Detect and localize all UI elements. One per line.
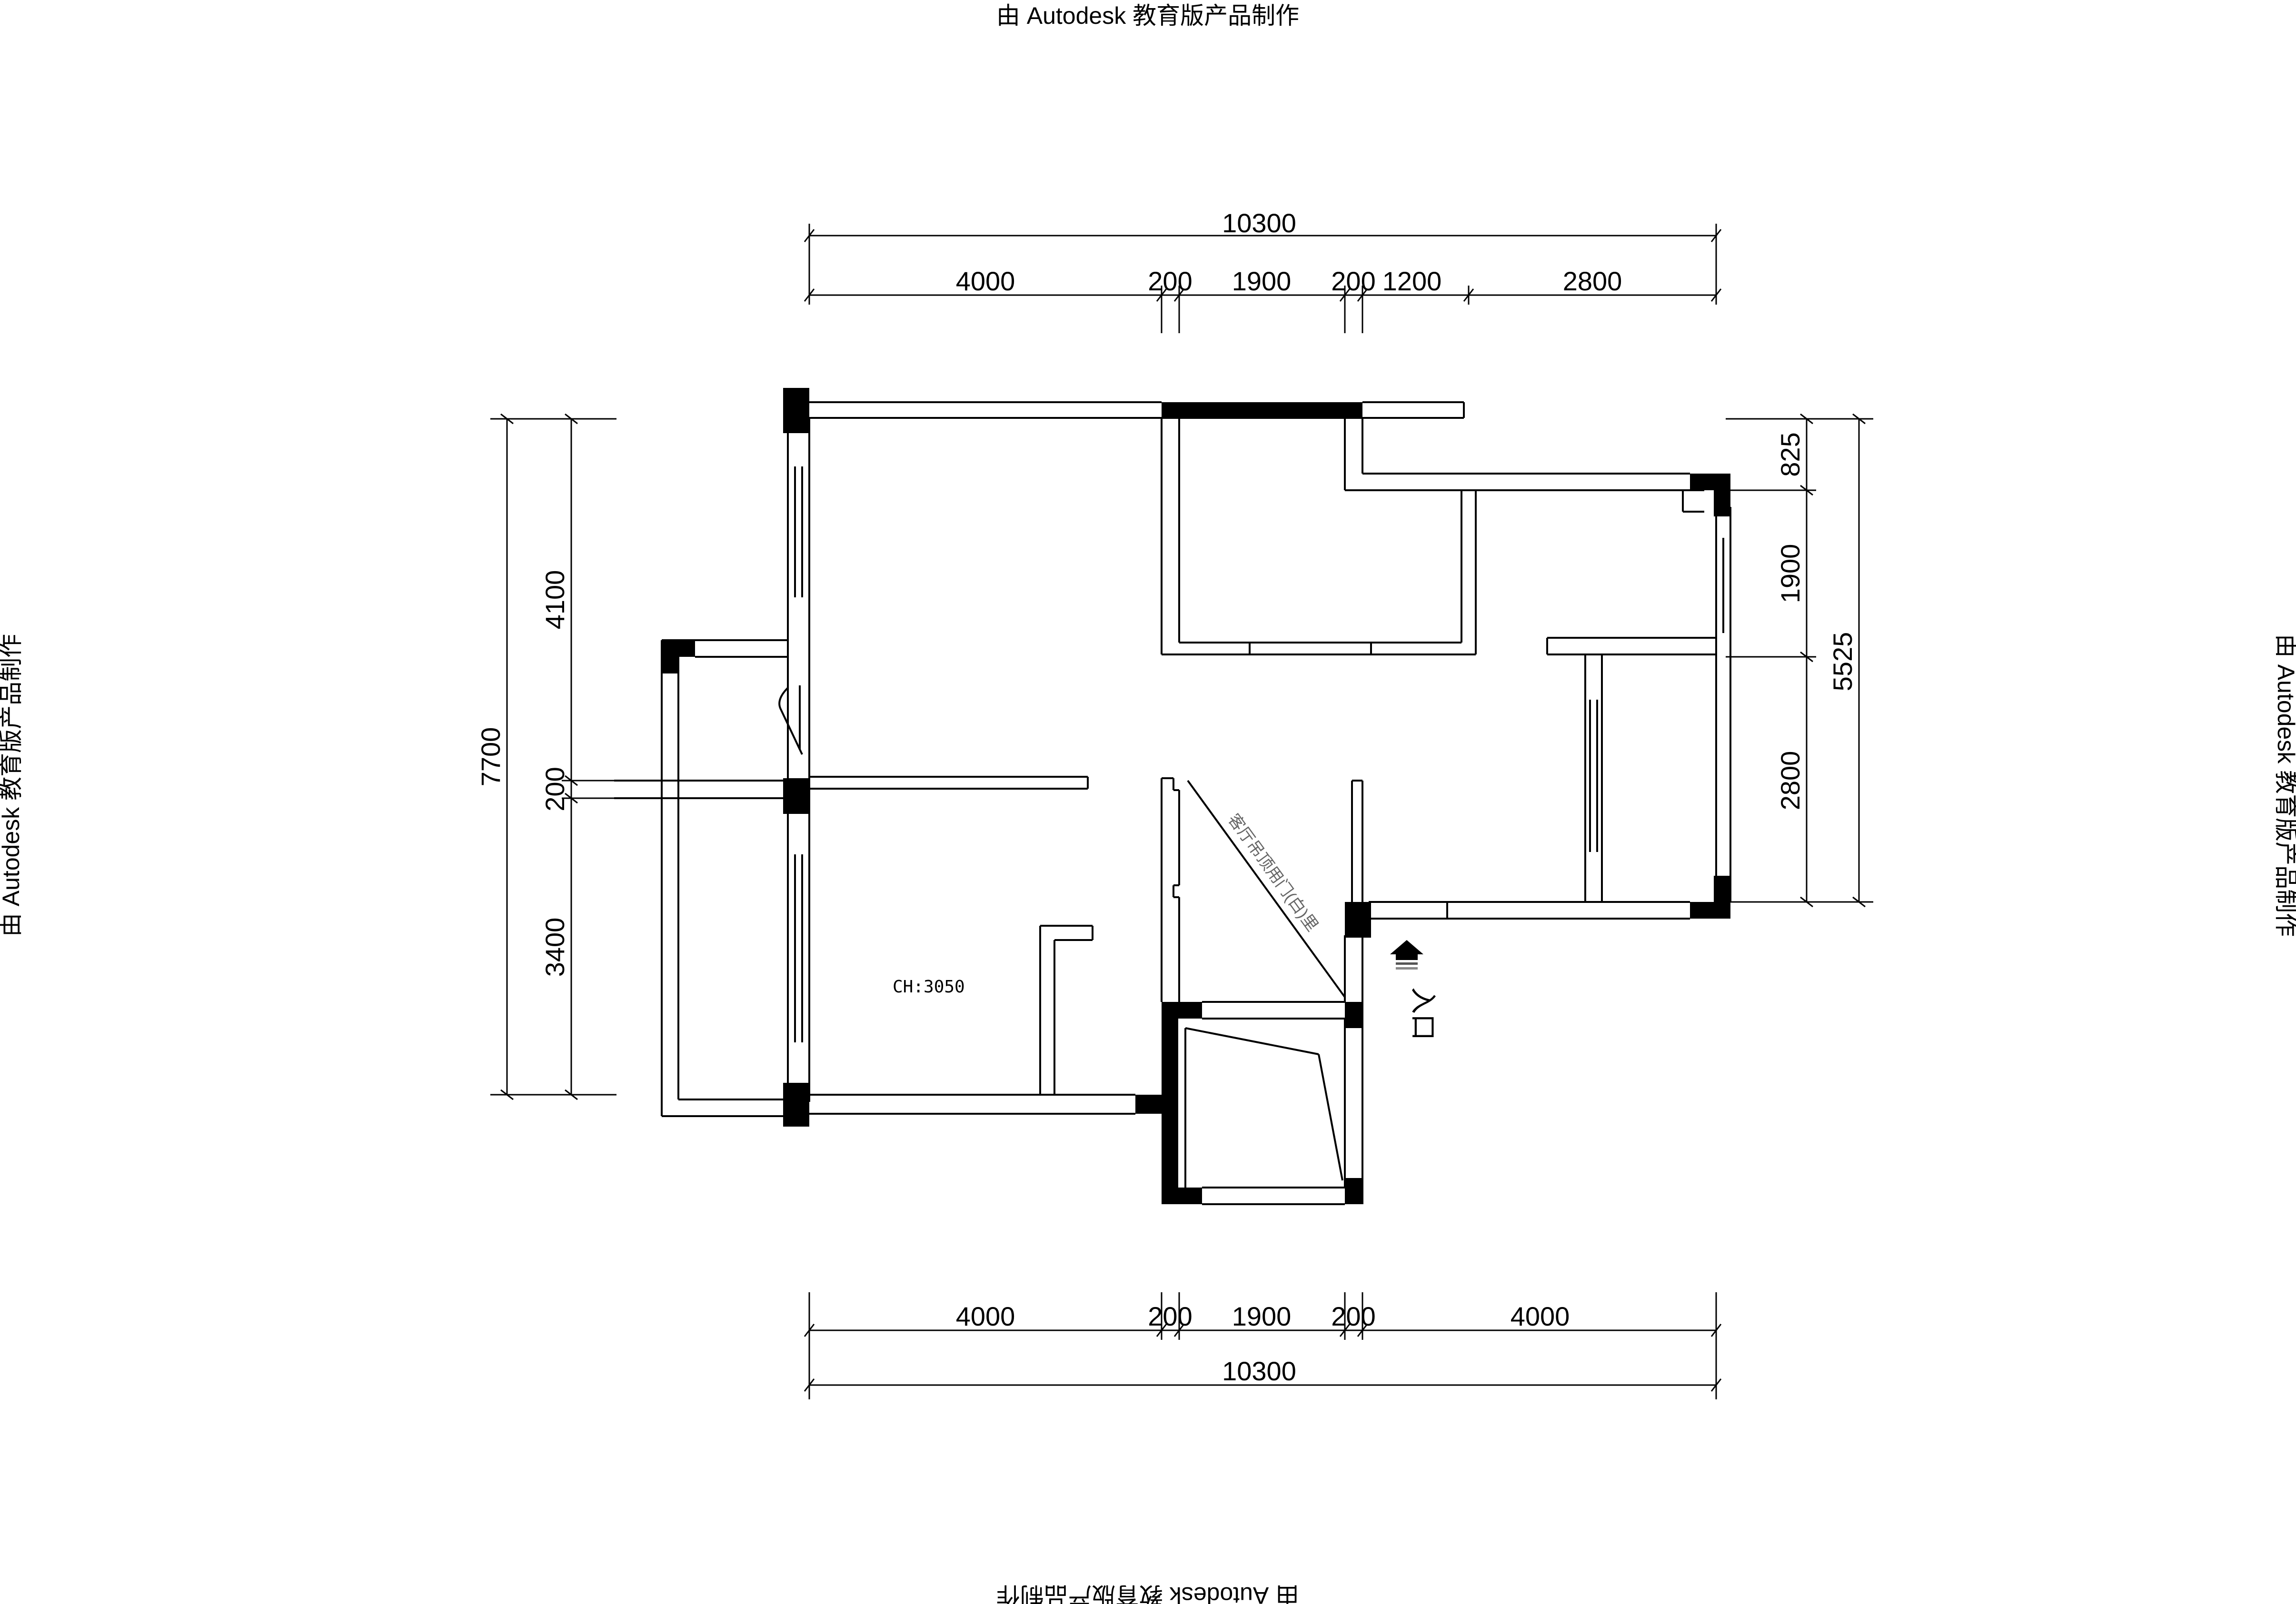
dim-bottom-seg-3: 1900 — [1232, 1301, 1292, 1331]
dim-right-seg-3: 2800 — [1775, 751, 1805, 811]
left-dimension-group — [490, 413, 616, 1100]
ceiling-height-label: CH:3050 — [893, 977, 965, 997]
dim-left-seg-2: 200 — [540, 767, 570, 811]
dim-bottom-seg-1: 4000 — [956, 1301, 1015, 1331]
watermark-right: 由 Autodesk 教育版产品制作 — [2273, 634, 2296, 937]
watermark-top: 由 Autodesk 教育版产品制作 — [996, 2, 1299, 29]
dim-right-seg-1: 825 — [1775, 432, 1805, 476]
dim-bottom-seg-5: 4000 — [1511, 1301, 1570, 1331]
top-dimension-group — [804, 224, 1722, 333]
dim-left-total: 7700 — [476, 727, 506, 787]
watermark-left: 由 Autodesk 教育版产品制作 — [0, 634, 24, 937]
entrance-arrow-icon — [1390, 940, 1423, 970]
dim-top-total: 10300 — [1222, 208, 1296, 238]
dim-bottom-total: 10300 — [1222, 1356, 1296, 1386]
dim-top-seg-2: 200 — [1148, 266, 1192, 296]
bottom-dimension-group — [804, 1292, 1722, 1399]
dim-left-seg-3: 3400 — [540, 918, 570, 977]
structural-columns — [662, 388, 1730, 1204]
dim-bottom-seg-4: 200 — [1331, 1301, 1375, 1331]
entrance-label: 入口 — [1408, 987, 1438, 1040]
dim-top-seg-1: 4000 — [956, 266, 1015, 296]
watermark-bottom: 由 Autodesk 教育版产品制作 — [996, 1582, 1299, 1604]
dim-right-total: 5525 — [1828, 632, 1858, 692]
dim-top-seg-6: 2800 — [1563, 266, 1622, 296]
dim-top-seg-5: 1200 — [1382, 266, 1442, 296]
diagonal-note: 客厅吊顶用门(白)里 — [1224, 811, 1322, 935]
dim-top-seg-4: 200 — [1331, 266, 1375, 296]
dim-top-seg-3: 1900 — [1232, 266, 1292, 296]
dim-right-seg-2: 1900 — [1775, 544, 1805, 604]
right-dimension-group — [1726, 413, 1873, 908]
dim-left-seg-1: 4100 — [540, 570, 570, 630]
walls — [614, 401, 1731, 1205]
dim-bottom-seg-2: 200 — [1148, 1301, 1192, 1331]
